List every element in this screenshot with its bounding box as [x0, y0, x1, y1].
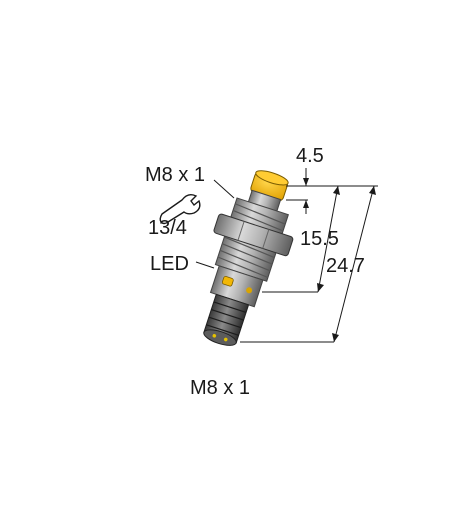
label-thread-top: M8 x 1 — [145, 164, 206, 186]
label-thread-bottom: M8 x 1 — [190, 377, 251, 399]
dimension-label-24-7: 24.7 — [326, 255, 365, 277]
connector-face — [203, 329, 237, 346]
dimension-lines — [240, 168, 378, 343]
dimension-label-4-5: 4.5 — [296, 145, 324, 167]
sensor-body — [203, 170, 294, 346]
wrench-icon — [159, 193, 201, 225]
dimension-arrows — [303, 178, 376, 342]
hex-nut — [213, 213, 294, 257]
leader-lines — [195, 179, 235, 269]
label-wrench-size: 13/4 — [148, 217, 187, 239]
label-led: LED — [150, 253, 189, 275]
led-window — [221, 276, 234, 287]
dimension-label-15-5: 15.5 — [300, 228, 339, 250]
